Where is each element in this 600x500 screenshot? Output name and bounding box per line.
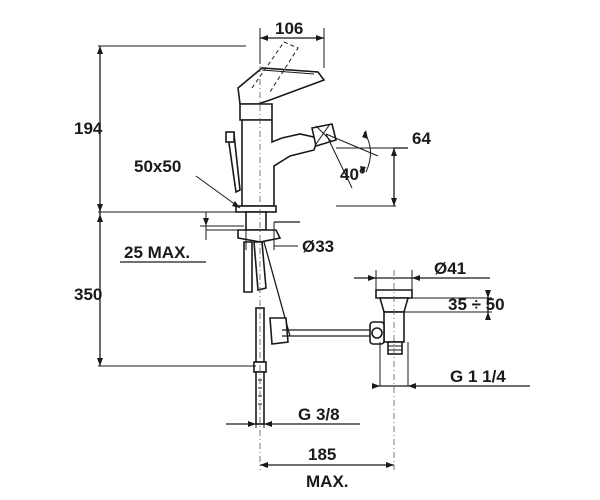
label-waste-thread: G 1 1/4 [450,367,506,386]
label-64: 64 [412,129,431,148]
supply-hose-1 [243,241,253,293]
center-lines [259,40,395,470]
label-waste-adjust: 35 ÷ 50 [448,295,505,314]
label-350: 350 [74,285,102,304]
label-106: 106 [275,19,303,38]
fixing-nut [237,229,282,243]
nozzle [311,123,337,148]
dimension-lines [97,28,530,468]
dimension-labels: 106 194 64 40° 50x50 Ø33 25 MAX. 350 Ø41… [74,19,506,491]
label-max: MAX. [306,472,349,491]
label-hole-diameter: Ø33 [302,237,334,256]
label-194: 194 [74,119,103,138]
label-supply-thread: G 3/8 [298,405,340,424]
label-40-degrees: 40° [340,165,366,184]
waste-assembly [369,289,413,355]
lever-alt-position [251,41,299,93]
faucet-body [225,41,337,213]
base-plate [235,205,277,213]
body-shell [241,119,320,207]
label-base-plate: 50x50 [134,157,181,176]
label-185: 185 [308,445,336,464]
label-waste-diameter: Ø41 [434,259,466,278]
label-deck-thickness: 25 MAX. [124,243,190,262]
